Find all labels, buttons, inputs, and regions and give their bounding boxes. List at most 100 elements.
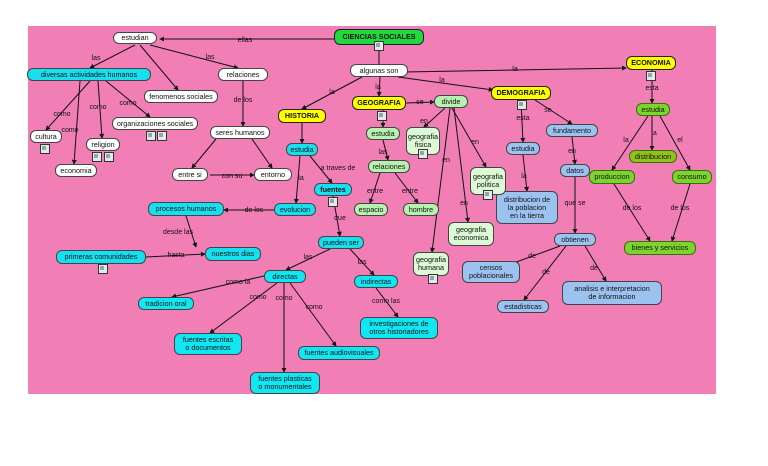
link-label: de los (671, 205, 690, 212)
link-label: como (275, 295, 292, 302)
connector-line (423, 107, 446, 128)
node-analisis[interactable]: analisis e interpretacion de informacion (562, 281, 662, 305)
link-label: de los (245, 207, 264, 214)
connector-line (405, 99, 435, 105)
connector-line (451, 107, 487, 168)
node-fundamento-label: fundamento (553, 125, 591, 135)
node-diversas-actividades[interactable]: diversas actividades humanos (27, 68, 151, 81)
node-estudia-historia[interactable]: estudia (286, 143, 318, 156)
node-fenomenos-sociales[interactable]: fenomenos sociales (144, 90, 218, 103)
link-label: en (568, 148, 576, 155)
node-entorno[interactable]: entorno (254, 168, 292, 181)
node-consumo[interactable]: consumo (672, 170, 712, 184)
node-bienes-servicios[interactable]: bienes y servicios (624, 241, 696, 255)
node-primeras-comunidades[interactable]: primeras comunidades (56, 250, 146, 264)
node-pueden-ser[interactable]: pueden ser (318, 236, 364, 249)
node-fuentes-audiovisuales[interactable]: fuentes audiovisuales (298, 346, 380, 360)
resource-icon[interactable] (374, 41, 384, 51)
node-estudia-economia[interactable]: estudia (636, 103, 670, 116)
node-geografia-humana[interactable]: geografia humana (413, 252, 449, 276)
node-estadisticas[interactable]: estadisticas (497, 300, 549, 313)
node-fuentes-label: fuentes (320, 184, 346, 194)
node-plasticas-label: fuentes plasticas o monumentales (258, 374, 312, 391)
node-distribucion[interactable]: distribucion (629, 150, 677, 163)
link-label: como (249, 294, 266, 301)
node-nuestros-dias[interactable]: nuestros dias (205, 247, 261, 261)
node-investigaciones-label: investigaciones de otros historiadores (369, 319, 429, 336)
node-investigaciones[interactable]: investigaciones de otros historiadores (360, 317, 438, 339)
resource-icon[interactable] (104, 152, 114, 162)
node-geografia-fisica-label: geografia fisica (408, 132, 438, 149)
resource-icon[interactable] (646, 71, 656, 81)
node-fundamento[interactable]: fundamento (546, 124, 598, 137)
link-label: con su (222, 173, 243, 180)
resource-icon[interactable] (146, 131, 156, 141)
node-organizaciones[interactable]: organizaciones sociales (112, 117, 198, 130)
node-demografia[interactable]: DEMOGRAFIA (491, 86, 551, 100)
node-relaciones-1[interactable]: relaciones (218, 68, 268, 81)
node-consumo-label: consumo (677, 172, 707, 181)
resource-icon[interactable] (92, 152, 102, 162)
node-obtienen[interactable]: obtienen (554, 233, 596, 246)
link-label: se (544, 107, 552, 114)
node-ciencias-sociales-label: CIENCIAS SOCIALES (342, 32, 416, 41)
connector-line (171, 275, 265, 299)
connector-line (289, 282, 337, 347)
connector-line (403, 65, 627, 73)
resource-icon[interactable] (157, 131, 167, 141)
node-divide[interactable]: divide (434, 95, 468, 108)
resource-icon[interactable] (98, 264, 108, 274)
node-cultura[interactable]: cultura (30, 130, 62, 143)
node-estudian[interactable]: estudian (113, 32, 157, 44)
node-estudia-geografia-label: estudia (371, 128, 395, 138)
link-label: en (442, 157, 450, 164)
node-algunas-son[interactable]: algunas son (350, 64, 408, 77)
node-primeras-label: primeras comunidades (64, 252, 138, 261)
node-estudia-geografia[interactable]: estudia (366, 127, 400, 140)
node-fuentes-escritas[interactable]: fuentes escritas o documentos (174, 333, 242, 355)
node-estudia-demografia[interactable]: estudia (506, 142, 540, 155)
link-label: las (304, 254, 313, 261)
node-relaciones-2[interactable]: relaciones (368, 160, 410, 173)
resource-icon[interactable] (418, 149, 428, 159)
node-tradicion-oral[interactable]: tradicion oral (138, 297, 194, 310)
node-produccion[interactable]: produccion (589, 170, 635, 184)
resource-icon[interactable] (328, 197, 338, 207)
resource-icon[interactable] (428, 274, 438, 284)
node-indirectas[interactable]: indirectas (354, 275, 398, 288)
node-distribucion-label: distribucion (634, 151, 672, 161)
node-espacio[interactable]: espacio (354, 203, 388, 216)
link-label: entre (402, 188, 418, 195)
node-datos[interactable]: datos (560, 164, 590, 177)
node-fuentes[interactable]: fuentes (314, 183, 352, 196)
node-economia-low-label: economia (60, 165, 92, 175)
node-geografia[interactable]: GEOGRAFIA (352, 96, 406, 110)
connector-line (611, 115, 649, 171)
node-economia-top[interactable]: ECONOMIA (626, 56, 676, 70)
resource-icon[interactable] (40, 144, 50, 154)
connector-line (376, 76, 382, 97)
node-religion[interactable]: religion (86, 138, 120, 151)
link-label: de los (623, 205, 642, 212)
resource-icon[interactable] (483, 190, 493, 200)
link-label: esta (516, 115, 529, 122)
node-economia-low[interactable]: economia (55, 164, 97, 177)
node-seres-humanos[interactable]: seres humanos (210, 126, 270, 139)
link-label: como la (226, 279, 251, 286)
link-label: como las (372, 298, 401, 305)
link-label: como (89, 104, 106, 111)
node-fuentes-plasticas[interactable]: fuentes plasticas o monumentales (250, 372, 320, 394)
node-distribucion-poblacion[interactable]: distribucion de la poblacion en la tierr… (496, 191, 558, 224)
resource-icon[interactable] (377, 111, 387, 121)
node-evolucion[interactable]: evolucion (274, 203, 316, 216)
link-label: la (329, 89, 335, 96)
node-directas[interactable]: directas (264, 270, 306, 283)
node-entre-si[interactable]: entre si (172, 168, 208, 181)
node-geografia-economica[interactable]: geografia economica (448, 222, 494, 246)
node-hombre[interactable]: hombre (403, 203, 439, 216)
node-procesos-humanos[interactable]: procesos humanos (148, 202, 224, 216)
node-historia[interactable]: HISTORIA (278, 109, 326, 123)
node-religion-label: religion (91, 139, 115, 149)
node-censos[interactable]: censos poblacionales (462, 261, 520, 283)
resource-icon[interactable] (517, 100, 527, 110)
